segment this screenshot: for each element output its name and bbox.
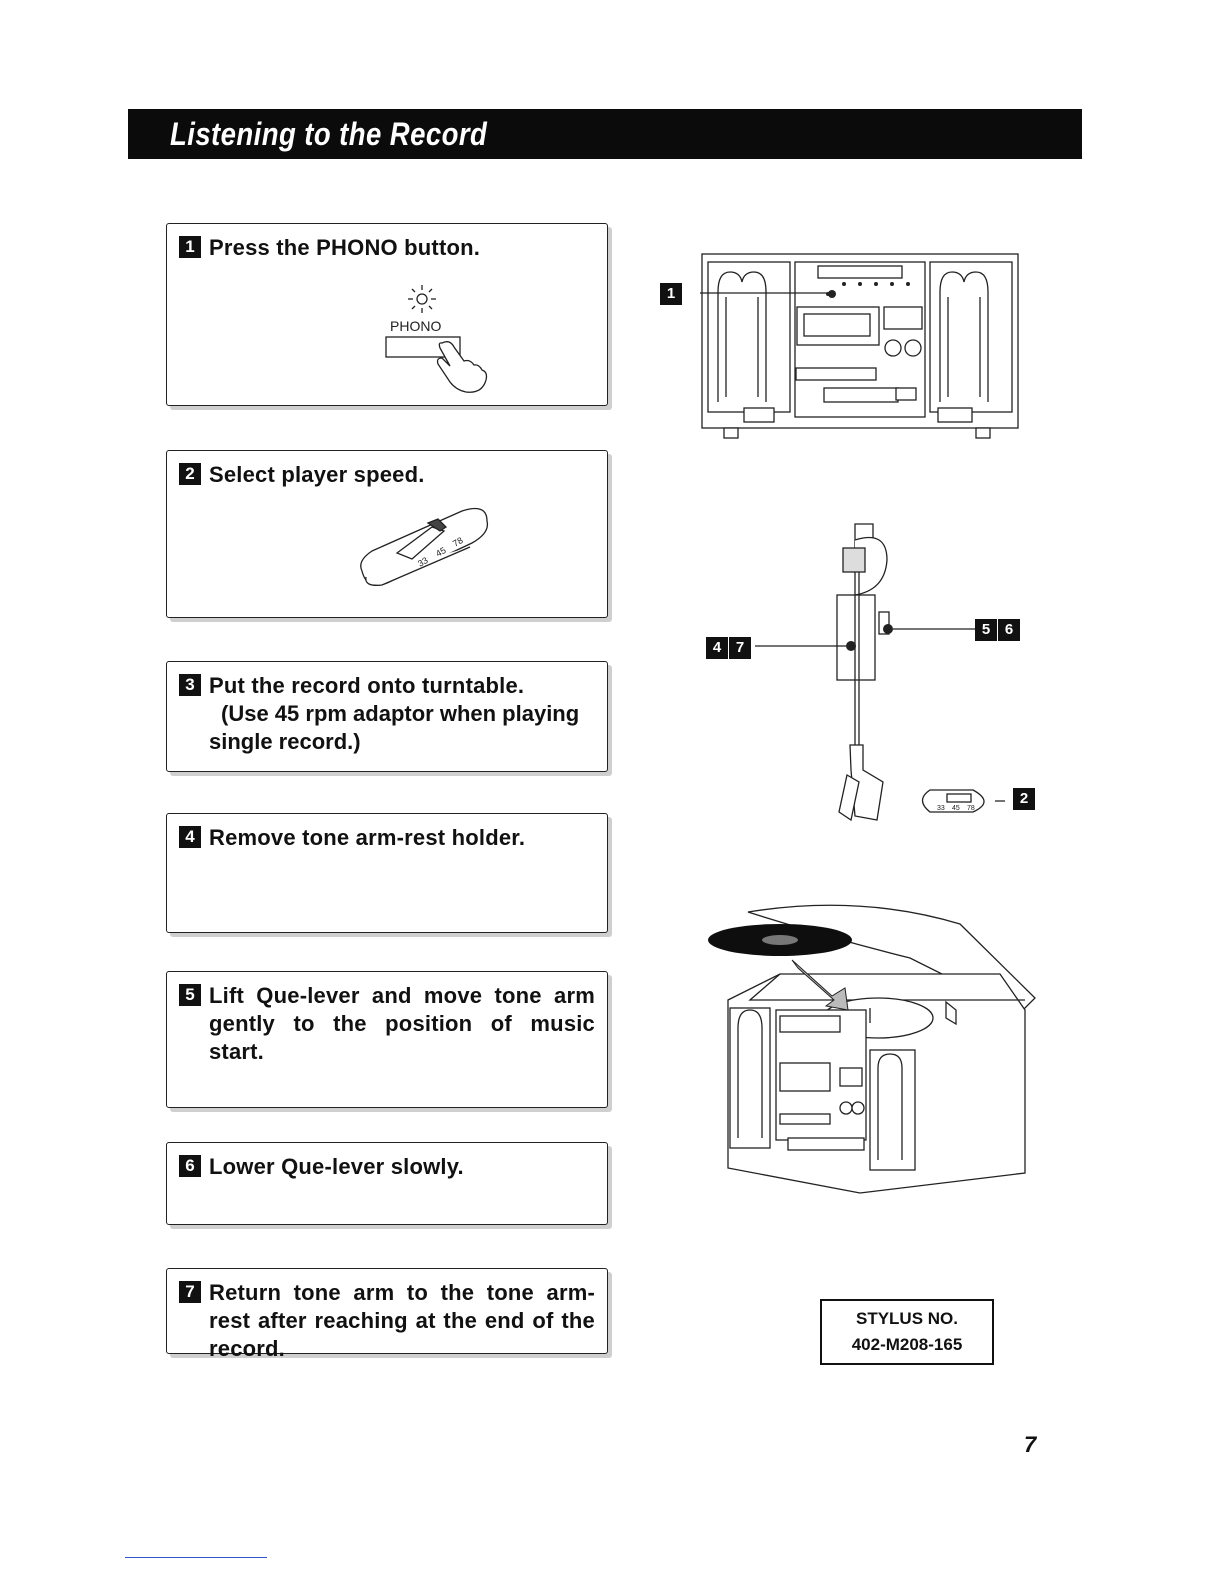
step-2-box: 2 Select player speed. 33 45 78 xyxy=(166,450,608,618)
tone-arm-illustration: 33 45 78 xyxy=(755,523,1005,822)
step-text: Lower Que-lever slowly. xyxy=(209,1154,464,1179)
stereo-front-illustration xyxy=(700,253,1019,439)
step-text: Select player speed. xyxy=(209,462,425,487)
footer-rule xyxy=(125,1557,267,1558)
step-5-box: 5 Lift Que-lever and move tone arm gentl… xyxy=(166,971,608,1108)
callout-2: 2 xyxy=(1013,788,1035,810)
step-4-box: 4 Remove tone arm-rest holder. xyxy=(166,813,608,933)
mini-speed-78: 78 xyxy=(967,805,975,812)
speed-33-label: 33 xyxy=(416,555,430,569)
step-text: Return tone arm to the tone arm-rest aft… xyxy=(209,1280,595,1361)
turntable-record-illustration xyxy=(708,904,1036,1194)
stylus-label: STYLUS NO. xyxy=(855,1309,958,1328)
step-number: 7 xyxy=(179,1281,201,1303)
mini-speed-45: 45 xyxy=(952,805,960,812)
callout-7: 7 xyxy=(729,637,751,659)
step-3-note-line-1: (Use 45 rpm adaptor when playing xyxy=(179,700,595,728)
phono-button-illustration: PHONO xyxy=(385,285,488,393)
step-3-note-text-1: (Use 45 rpm adaptor when playing xyxy=(221,701,580,726)
stylus-number-box: STYLUS NO. 402-M208-165 xyxy=(820,1299,994,1365)
step-number: 5 xyxy=(179,984,201,1006)
step-3-note-line-2: single record.) xyxy=(209,729,361,754)
speed-selector-illustration: 33 45 78 xyxy=(360,507,489,586)
step-number: 2 xyxy=(179,463,201,485)
stylus-number: 402-M208-165 xyxy=(851,1335,963,1354)
step-text: Put the record onto turntable. xyxy=(209,673,525,698)
callout-6: 6 xyxy=(998,619,1020,641)
step-text: Lift Que-lever and move tone arm gently … xyxy=(209,983,595,1064)
speed-45-label: 45 xyxy=(434,545,448,559)
step-1-box: 1 Press the PHONO button. PHONO xyxy=(166,223,608,406)
phono-label: PHONO xyxy=(390,318,441,334)
step-number: 3 xyxy=(179,674,201,696)
page-title: Listening to the Record xyxy=(170,115,488,152)
step-number: 1 xyxy=(179,236,201,258)
callout-5: 5 xyxy=(975,619,997,641)
step-3-box: 3 Put the record onto turntable. (Use 45… xyxy=(166,661,608,772)
step-text: Remove tone arm-rest holder. xyxy=(209,825,526,850)
step-number: 6 xyxy=(179,1155,201,1177)
callout-4: 4 xyxy=(706,637,728,659)
callout-1: 1 xyxy=(660,283,682,305)
step-text: Press the PHONO button. xyxy=(209,235,481,260)
step-number: 4 xyxy=(179,826,201,848)
mini-speed-33: 33 xyxy=(937,805,945,812)
step-6-box: 6 Lower Que-lever slowly. xyxy=(166,1142,608,1225)
page-title-bar: Listening to the Record xyxy=(128,109,1082,159)
page-number: 7 xyxy=(1024,1432,1037,1457)
speed-78-label: 78 xyxy=(451,535,465,549)
step-7-box: 7 Return tone arm to the tone arm-rest a… xyxy=(166,1268,608,1361)
